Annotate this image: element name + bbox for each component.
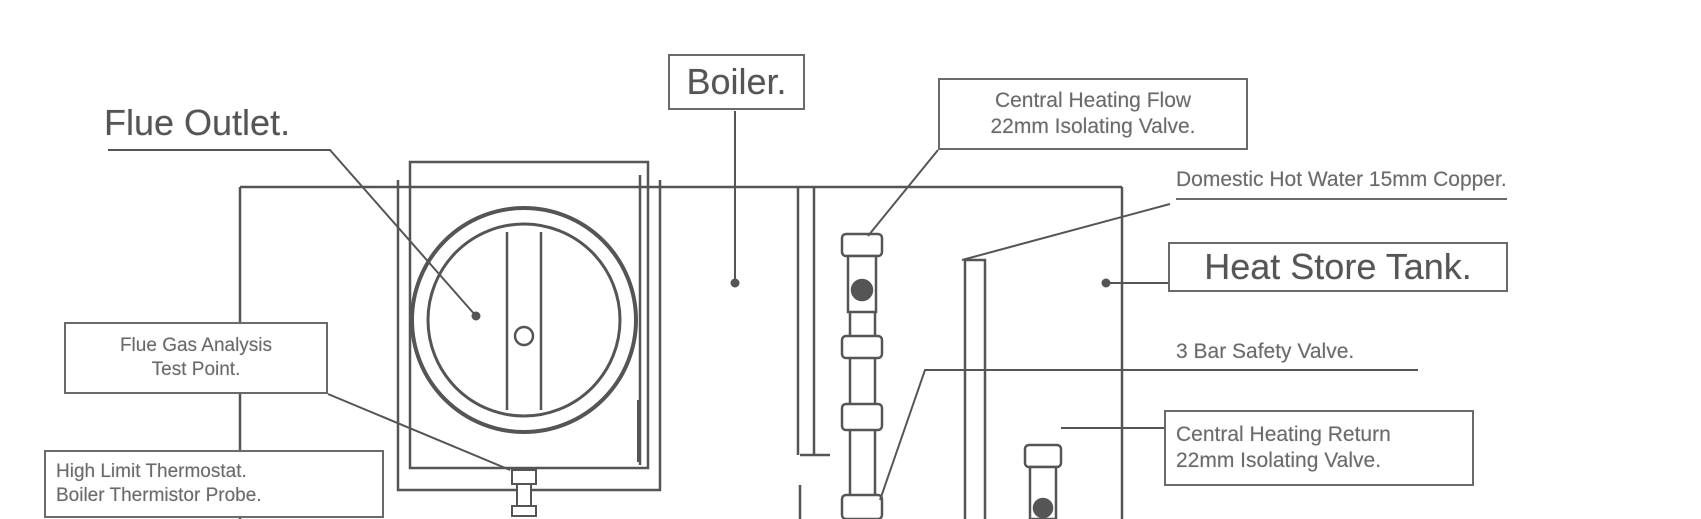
- ch-return-label-line2: 22mm Isolating Valve.: [1176, 449, 1382, 472]
- flue-gas-label-line2: Test Point.: [151, 359, 241, 380]
- dhw-copper-label: Domestic Hot Water 15mm Copper.: [1176, 168, 1507, 200]
- high-limit-thermostat-label: High Limit Thermostat. Boiler Thermistor…: [44, 450, 384, 518]
- ch-return-valve-icon: [1023, 443, 1063, 519]
- boiler-outer-frame: [396, 180, 662, 492]
- flue-gas-label-line1: Flue Gas Analysis: [119, 335, 273, 357]
- flue-outlet-ring: [410, 206, 639, 462]
- test-point-fitting: [511, 469, 537, 517]
- boiler-label: Boiler.: [668, 54, 805, 110]
- ch-flow-label: Central Heating Flow 22mm Isolating Valv…: [938, 78, 1248, 150]
- ch-return-label: Central Heating Return 22mm Isolating Va…: [1164, 410, 1474, 486]
- lower-fitting-icon: [840, 493, 884, 519]
- leader-lines: [108, 111, 1418, 501]
- ch-flow-label-line1: Central Heating Flow: [994, 88, 1192, 112]
- high-limit-label-line2: Boiler Thermistor Probe.: [56, 485, 262, 506]
- flue-outlet-label: Flue Outlet.: [104, 102, 291, 143]
- safety-valve-label: 3 Bar Safety Valve.: [1176, 340, 1355, 363]
- heat-store-tank-label: Heat Store Tank.: [1168, 242, 1508, 292]
- ch-flow-label-line2: 22mm Isolating Valve.: [990, 115, 1196, 138]
- boiler-casing: [408, 160, 650, 470]
- high-limit-label-line1: High Limit Thermostat.: [56, 461, 247, 483]
- flue-gas-test-point-label: Flue Gas Analysis Test Point.: [64, 322, 328, 394]
- ch-return-label-line1: Central Heating Return: [1176, 422, 1391, 446]
- ch-flow-valve-icon: [840, 232, 884, 432]
